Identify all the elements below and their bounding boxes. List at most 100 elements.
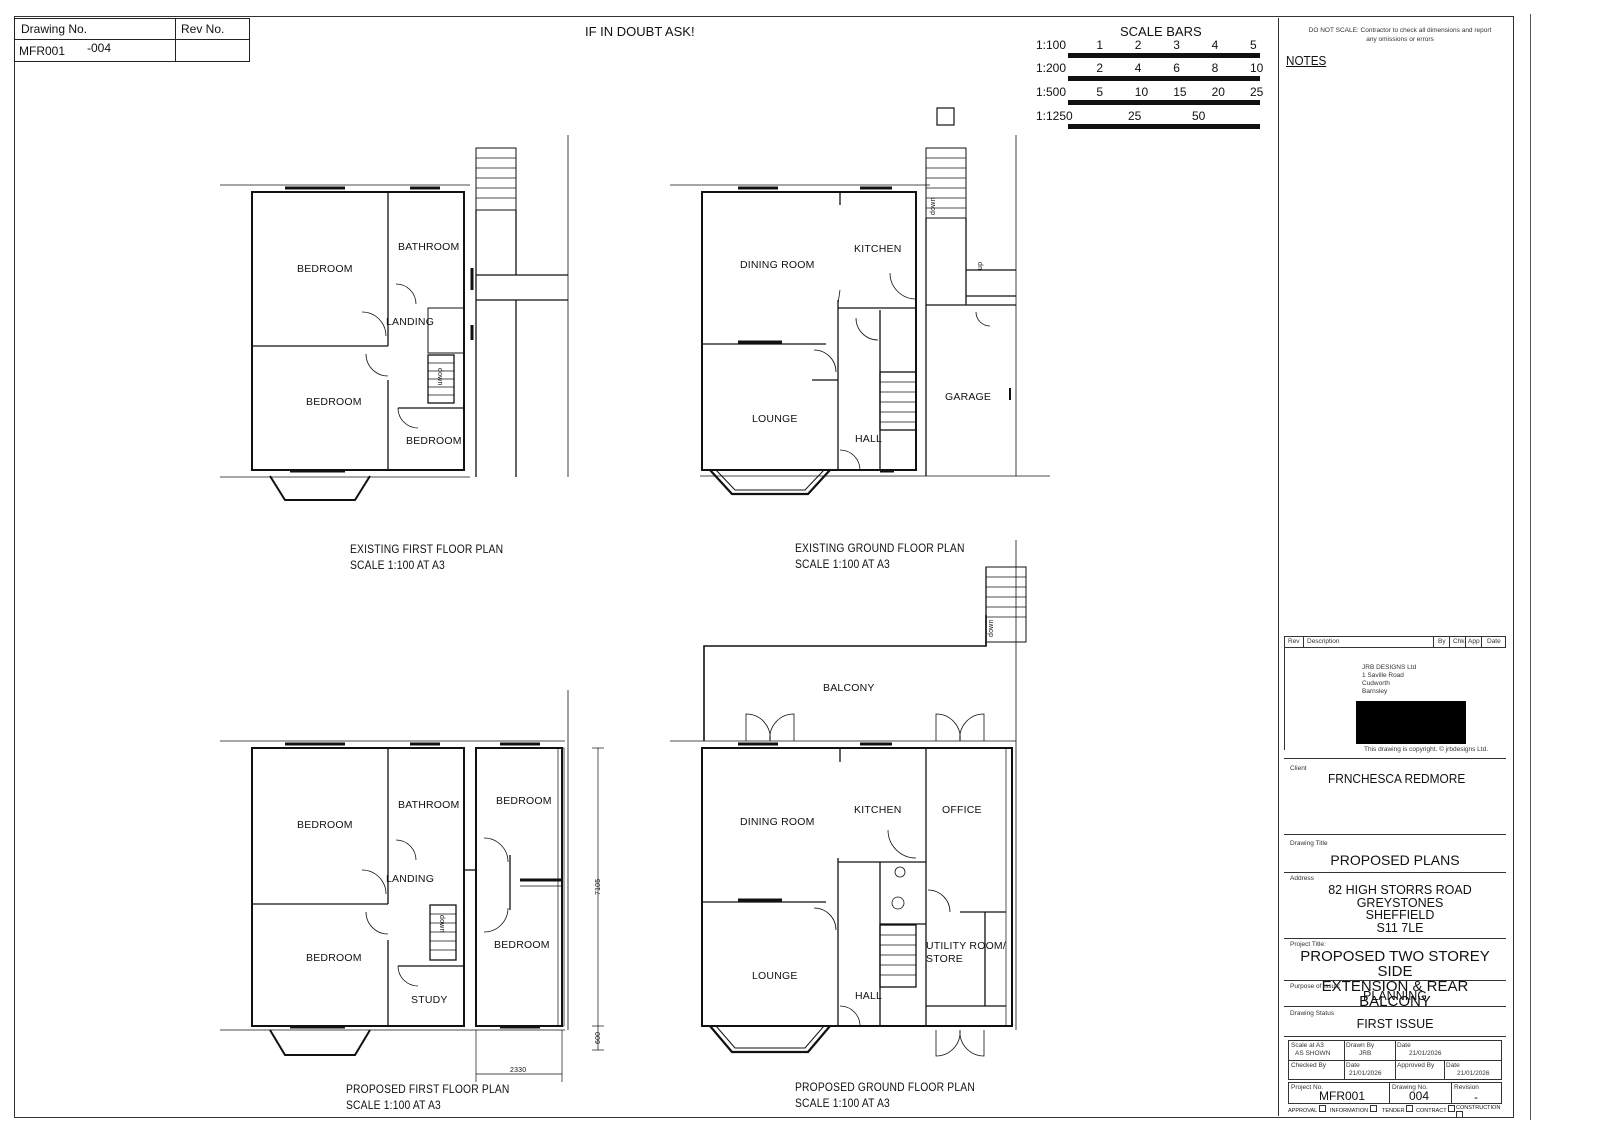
drawing-no-value: MFR001	[19, 44, 66, 58]
room-label: HALL	[855, 433, 882, 445]
plan-scale: SCALE 1:100 AT A3	[350, 558, 445, 572]
room-label: BATHROOM	[398, 241, 460, 253]
room-label: LOUNGE	[752, 413, 798, 425]
company-line: JRB DESIGNS Ltd	[1362, 664, 1417, 671]
purpose-label: Purpose of Issue:	[1290, 983, 1341, 990]
scale-bar-tick: 25	[1128, 109, 1142, 123]
project-title-line: PROPOSED TWO STOREY SIDE	[1300, 948, 1490, 980]
redacted-area	[1356, 701, 1466, 744]
plan-scale: SCALE 1:100 AT A3	[795, 1096, 890, 1110]
room-label: BEDROOM	[496, 795, 552, 807]
sheet-trim-line	[1530, 14, 1531, 1120]
scale-bar-tick: 15	[1173, 85, 1187, 99]
copyright: This drawing is copyright. © jrbdesigns …	[1364, 746, 1489, 753]
scale-bar-tick: 5	[1250, 38, 1257, 52]
scale-bar-tick: 25	[1250, 85, 1264, 99]
project-title-line: EXTENSION & REAR BALCONY	[1321, 978, 1469, 1010]
disclaimer-line: any omissions or errors	[1366, 36, 1434, 43]
room-label: DINING ROOM	[740, 816, 815, 828]
plan-title: EXISTING FIRST FLOOR PLAN	[350, 542, 504, 556]
step-label: up	[977, 262, 984, 270]
room-labels: BEDROOM BATHROOM LANDING BEDROOM BEDROOM…	[297, 197, 1006, 1074]
company-address: JRB DESIGNS Ltd 1 Saville Road Cudworth …	[1362, 664, 1416, 696]
divider	[1284, 980, 1506, 981]
warning-text: IF IN DOUBT ASK!	[585, 24, 695, 39]
revision-table-body	[1284, 648, 1507, 750]
issue-tender[interactable]: TENDER	[1382, 1105, 1414, 1114]
date-label: Date	[1346, 1062, 1360, 1069]
rev-col-header: Chk	[1453, 638, 1465, 645]
project-no: MFR001	[1319, 1089, 1366, 1103]
room-label: BATHROOM	[398, 799, 460, 811]
date-label: Date	[1397, 1042, 1411, 1049]
scale-bar-tick: 3	[1173, 38, 1180, 52]
disclaimer: DO NOT SCALE: Contractor to check all di…	[1294, 26, 1506, 44]
room-label: HALL	[855, 990, 882, 1002]
divider	[1284, 938, 1506, 939]
divider	[1284, 1006, 1506, 1007]
project-title: PROPOSED TWO STOREY SIDE EXTENSION & REA…	[1284, 949, 1506, 1009]
room-label: BEDROOM	[494, 939, 550, 951]
stair-label: down	[930, 197, 937, 215]
rev-col-header: By	[1438, 638, 1446, 645]
plan-caption-proposed-ground: PROPOSED GROUND FLOOR PLAN SCALE 1:100 A…	[795, 1079, 975, 1111]
scale-bar-tick: 5	[1096, 85, 1104, 99]
scale-bar-label: 1:1250	[1036, 109, 1073, 123]
scale-bar-label: 1:100	[1036, 38, 1067, 52]
disclaimer-line: DO NOT SCALE: Contractor to check all di…	[1308, 27, 1492, 34]
drawing-title-label: Drawing Title	[1290, 840, 1328, 847]
stair-label: down	[436, 368, 443, 386]
room-label: BALCONY	[823, 682, 875, 694]
room-label: STORE	[926, 953, 963, 965]
scale-bar-label: 1:500	[1036, 85, 1067, 99]
existing-first-floor-plan	[220, 135, 569, 501]
client-name: FRNCHESCA REDMORE	[1328, 772, 1466, 786]
drawing-status: FIRST ISSUE	[1356, 1017, 1434, 1031]
sheet-border	[14, 16, 1514, 1118]
scale-bars-title: SCALE BARS	[1120, 24, 1202, 39]
site-address: 82 HIGH STORRS ROAD GREYSTONES SHEFFIELD…	[1310, 884, 1490, 934]
room-label: GARAGE	[945, 391, 991, 403]
project-title-label: Project Title:	[1290, 941, 1326, 948]
issue-type-checkboxes: APPROVAL INFORMATION TENDER CONTRACT CON…	[1288, 1105, 1502, 1118]
issue-approval[interactable]: APPROVAL	[1288, 1105, 1326, 1114]
scale-bar-label: 1:200	[1036, 61, 1067, 75]
scale-bar-tick: 10	[1134, 85, 1149, 99]
room-label: LANDING	[386, 316, 434, 328]
client-label: Client	[1290, 765, 1307, 772]
room-label: KITCHEN	[854, 804, 902, 816]
plan-scale: SCALE 1:100 AT A3	[795, 557, 890, 571]
scale-bar-tick: 1	[1096, 38, 1104, 52]
address-line: S11 7LE	[1376, 920, 1424, 935]
drawing-title: PROPOSED PLANS	[1330, 852, 1460, 868]
issue-information[interactable]: INFORMATION	[1330, 1105, 1377, 1114]
rev-col-header: Date	[1487, 638, 1501, 645]
rev-col-header: Description	[1307, 638, 1340, 645]
address-line: 82 HIGH STORRS ROAD	[1328, 883, 1472, 897]
title-block-divider	[1278, 18, 1279, 1116]
company-line: Barnsley	[1362, 688, 1388, 695]
scale-bar	[1068, 53, 1260, 58]
purpose: PLANNING	[1363, 989, 1427, 1003]
room-label: BEDROOM	[306, 396, 362, 408]
issue-construction[interactable]: CONSTRUCTION	[1456, 1105, 1502, 1120]
date-checked: 21/01/2026	[1349, 1070, 1382, 1077]
room-label: OFFICE	[942, 804, 982, 816]
checkbox-icon	[1406, 1105, 1414, 1112]
approval-grid: Scale at A3 AS SHOWN Drawn By JRB Date 2…	[1288, 1040, 1502, 1080]
notes-label: NOTES	[1286, 53, 1327, 68]
plan-caption-existing-ground: EXISTING GROUND FLOOR PLAN SCALE 1:100 A…	[795, 540, 965, 572]
rev-col-header: App	[1468, 638, 1480, 645]
date-label: Date	[1446, 1062, 1460, 1069]
dimension-offset: 600	[595, 1032, 602, 1044]
drawing-no-label: Drawing No.	[21, 22, 88, 36]
revision-value: -	[1474, 1090, 1478, 1104]
rev-no-label: Rev No.	[181, 22, 225, 36]
issue-contract[interactable]: CONTRACT	[1416, 1105, 1455, 1114]
scale-bar-tick: 50	[1192, 109, 1206, 123]
scale-bar-tick: 4	[1134, 61, 1142, 75]
room-label: KITCHEN	[854, 243, 902, 255]
scale-label: Scale at A3	[1291, 1042, 1324, 1049]
scale-value: AS SHOWN	[1295, 1050, 1331, 1057]
plan-title: EXISTING GROUND FLOOR PLAN	[795, 541, 965, 555]
